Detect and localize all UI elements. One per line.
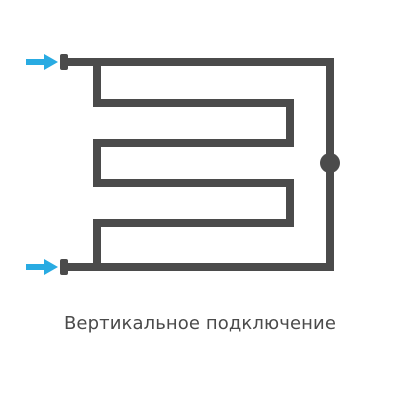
valve-icon <box>320 153 340 173</box>
outlet-arrow-icon <box>26 259 58 275</box>
connection-type-caption: Вертикальное подключение <box>63 313 337 334</box>
radiator-pipes <box>62 58 334 271</box>
serpentine-coil <box>93 58 294 271</box>
top-inlet-cap <box>60 54 68 70</box>
inlet-arrow-icon <box>26 54 58 70</box>
bottom-inlet-cap <box>60 259 68 275</box>
